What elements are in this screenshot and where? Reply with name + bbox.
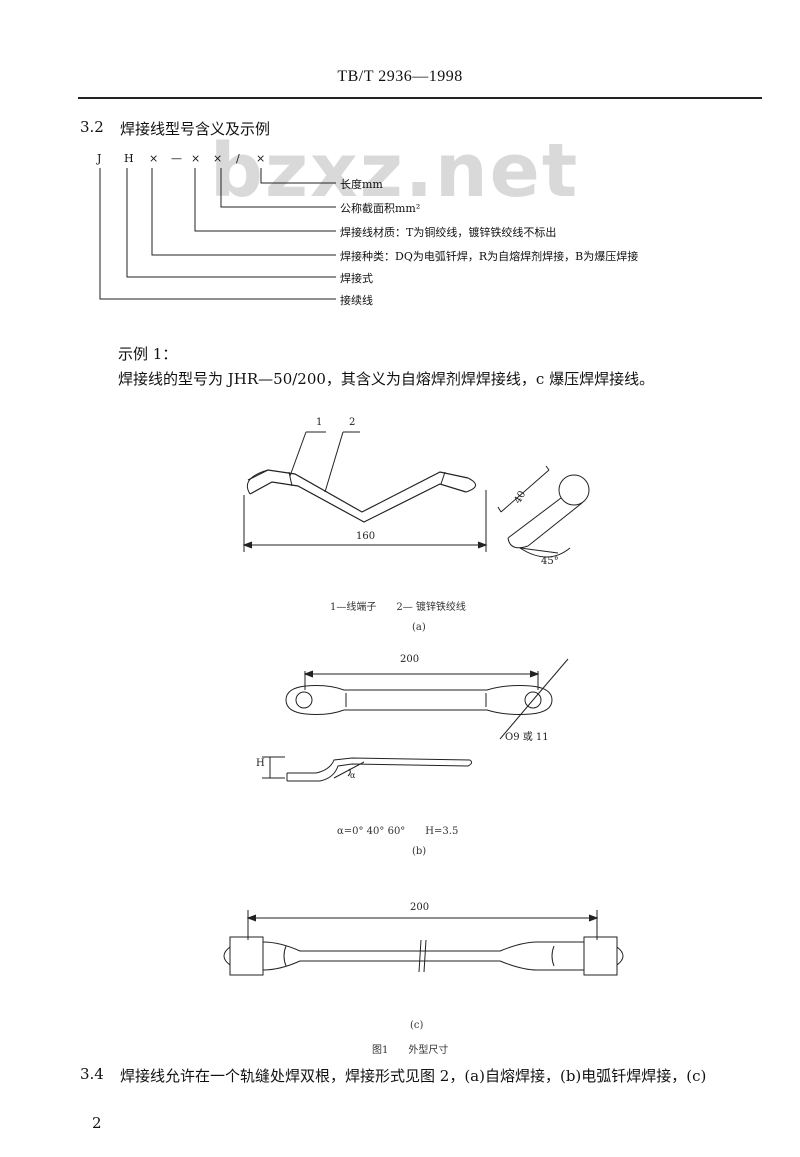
code-label-length: 长度mm <box>340 178 383 191</box>
section-number: 3.4 <box>80 1065 104 1083</box>
height-label: H <box>256 758 265 769</box>
figure-caption: 图1 外型尺寸 <box>372 1045 449 1056</box>
code-letter: / <box>236 152 240 165</box>
code-label-connector: 接续线 <box>340 294 373 307</box>
figure-c-wire <box>223 910 624 976</box>
figure-b-top <box>285 658 569 740</box>
figure-c-label: (c) <box>410 1020 424 1031</box>
header-rule <box>78 97 762 99</box>
hole-diameter-label: O9 或 11 <box>505 732 549 743</box>
figure-a-terminal <box>497 465 590 558</box>
dimension-200-b: 200 <box>400 654 420 665</box>
dimension-200-c: 200 <box>410 902 430 913</box>
watermark: bzxz.net <box>210 128 580 214</box>
code-tree-lines <box>99 168 336 300</box>
dimension-160: 160 <box>356 531 376 542</box>
section-3-4-text: 焊接线允许在一个轨缝处焊双根，焊接形式见图 2，(a)自熔焊接，(b)电弧钎焊焊… <box>120 1067 707 1085</box>
code-letter: × <box>213 152 223 165</box>
code-letter: J <box>97 152 102 165</box>
figure-b-side <box>262 756 473 782</box>
code-label-area: 公称截面积mm² <box>340 202 421 215</box>
leader-label-2: 2 <box>349 417 356 428</box>
example-title: 示例 1： <box>118 345 178 363</box>
alpha-label: α <box>350 771 356 780</box>
code-letter: — <box>171 152 182 165</box>
figure-a-label: (a) <box>412 622 426 633</box>
code-letter: × <box>256 152 266 165</box>
angle-label: 45° <box>541 556 559 567</box>
section-number: 3.2 <box>80 118 104 136</box>
figure-b-label: (b) <box>412 846 427 857</box>
code-letter: × <box>191 152 201 165</box>
code-label-weld-form: 焊接式 <box>340 272 373 285</box>
leader-label-1: 1 <box>316 417 323 428</box>
figure-b-params: α=0° 40° 60° H=3.5 <box>337 826 459 837</box>
code-letter: H <box>124 152 134 165</box>
figure-a-wire <box>242 431 488 552</box>
code-label-material: 焊接线材质：T为铜绞线，镀锌铁绞线不标出 <box>340 226 557 239</box>
section-title: 焊接线型号含义及示例 <box>120 120 271 138</box>
figure-a-legend: 1—线端子 2— 镀锌铁绞线 <box>330 602 466 613</box>
standard-code: TB/T 2936—1998 <box>337 68 463 85</box>
page-number: 2 <box>92 1114 102 1132</box>
code-label-welding-type: 焊接种类：DQ为电弧钎焊，R为自熔焊剂焊接，B为爆压焊接 <box>340 250 639 263</box>
example-text: 焊接线的型号为 JHR—50/200，其含义为自熔焊剂焊焊接线，c 爆压焊焊接线… <box>118 370 655 388</box>
code-letter: × <box>149 152 159 165</box>
